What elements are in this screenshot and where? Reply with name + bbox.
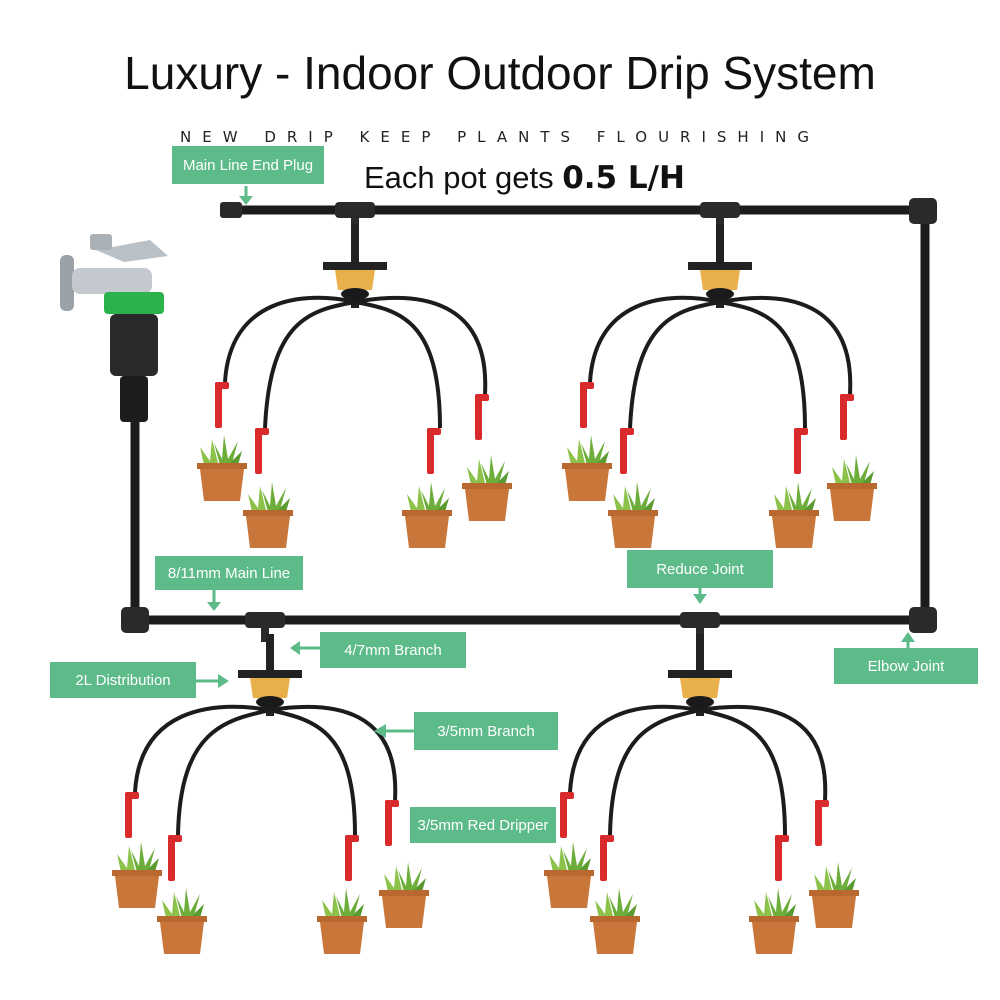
label-branch-47: 4/7mm Branch — [320, 632, 466, 668]
label-reduce-joint: Reduce Joint — [627, 550, 773, 588]
page-subtitle: NEW DRIP KEEP PLANTS FLOURISHING — [180, 128, 820, 146]
cluster-top-left — [197, 224, 512, 548]
label-main-line: 8/11mm Main Line — [155, 556, 303, 590]
label-end-plug: Main Line End Plug — [172, 146, 324, 184]
callout-arrows — [196, 186, 915, 738]
label-branch-35: 3/5mm Branch — [414, 712, 558, 750]
faucet-icon — [60, 234, 168, 422]
label-distribution: 2L Distribution — [50, 662, 196, 698]
flow-prefix: Each pot gets — [364, 160, 554, 195]
elbow-left-part — [121, 607, 149, 633]
elbow-top-part — [909, 198, 937, 224]
end-plug-part — [220, 202, 242, 218]
page-title: Luxury - Indoor Outdoor Drip System — [124, 47, 876, 99]
elbow-bottom-part — [909, 607, 937, 633]
flow-value: 0.5 L/H — [562, 160, 685, 196]
cluster-bottom-left — [112, 634, 429, 954]
flow-rate-text: Each pot gets 0.5 L/H — [364, 160, 685, 196]
label-red-dripper: 3/5mm Red Dripper — [410, 807, 556, 843]
label-elbow-joint: Elbow Joint — [834, 648, 978, 684]
cluster-top-right — [562, 224, 877, 548]
cluster-bottom-right — [544, 634, 859, 954]
